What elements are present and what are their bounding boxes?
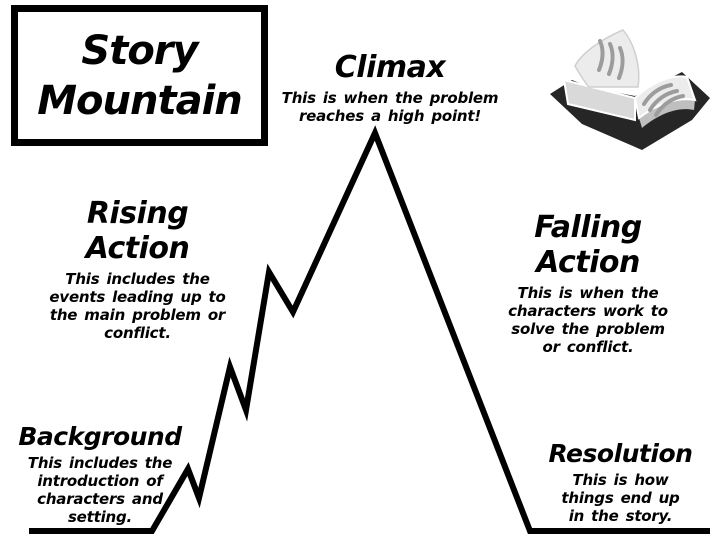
falling-action-description: This is when the characters work to solv…: [508, 284, 668, 356]
background-description: This includes the introduction of charac…: [27, 454, 173, 526]
climax-description: This is when the problem reaches a high …: [281, 89, 499, 125]
section-rising-action: Rising Action This includes the events l…: [20, 196, 255, 342]
page-title-line-2: Mountain: [37, 77, 243, 124]
section-background: Background This includes the introductio…: [10, 423, 190, 526]
section-climax: Climax This is when the problem reaches …: [260, 50, 520, 125]
section-resolution: Resolution This is how things end up in …: [528, 440, 713, 525]
page-title-line-1: Story: [81, 27, 198, 74]
background-heading: Background: [18, 422, 182, 451]
open-book-icon: [550, 29, 710, 150]
book-text-line-icons: [597, 39, 685, 117]
title-box: Story Mountain: [11, 5, 268, 146]
falling-action-heading: Falling Action: [534, 210, 642, 280]
mountain-path: [29, 125, 710, 534]
rising-action-heading: Rising Action: [85, 196, 190, 266]
book-left-page: [562, 78, 636, 122]
resolution-description: This is how things end up in the story.: [561, 471, 680, 525]
book-right-page-side: [639, 99, 695, 128]
rising-action-description: This includes the events leading up to t…: [49, 270, 226, 342]
section-falling-action: Falling Action This is when the characte…: [478, 210, 698, 356]
climax-heading: Climax: [334, 50, 446, 85]
resolution-heading: Resolution: [548, 439, 693, 468]
book-flipping-page: [574, 29, 640, 88]
